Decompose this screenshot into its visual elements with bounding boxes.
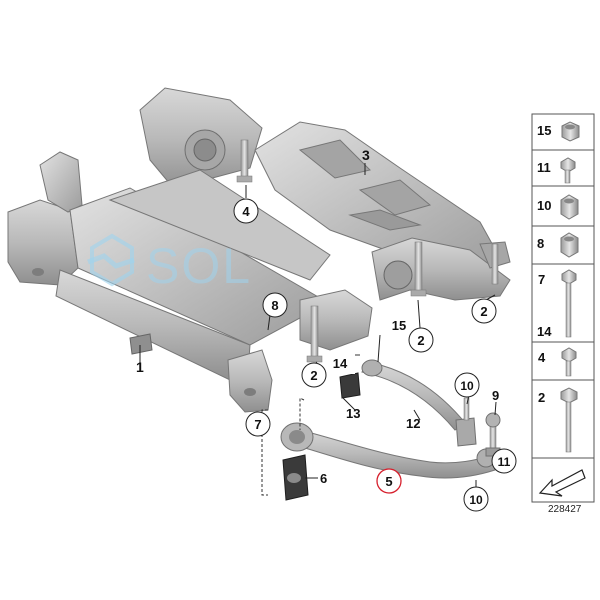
hardware-legend: 15 11 10 8 7 14 4 2 [531,113,595,503]
bushing-13 [339,372,361,399]
svg-text:2: 2 [480,304,487,319]
legend-7: 7 [538,272,545,287]
legend-8: 8 [537,236,544,251]
svg-text:5: 5 [385,474,392,489]
svg-text:15: 15 [392,318,406,333]
legend-4: 4 [538,350,546,365]
svg-text:8: 8 [271,298,278,313]
bolt-4 [236,139,253,183]
legend-2: 2 [538,390,545,405]
legend-10: 10 [537,198,551,213]
legend-15: 15 [537,123,551,138]
svg-text:14: 14 [333,356,348,371]
callout-10-top: 10 [454,372,480,398]
callout-10-bottom: 10 [463,486,489,512]
svg-text:2: 2 [417,333,424,348]
callout-9: 9 [492,388,499,403]
svg-text:2: 2 [310,368,317,383]
svg-text:10: 10 [469,493,483,507]
legend-14: 14 [537,324,552,339]
svg-text:11: 11 [498,455,511,469]
svg-text:4: 4 [242,204,250,219]
svg-text:7: 7 [254,417,261,432]
callout-2-right: 2 [408,327,434,353]
svg-text:SOL: SOL [146,238,252,294]
bolt-2-far-right [491,243,499,285]
svg-text:10: 10 [460,379,474,393]
callout-11: 11 [491,448,517,474]
callout-13: 13 [346,406,360,421]
callout-5: 5 [376,468,402,494]
callout-3: 3 [362,147,370,163]
bushing-6 [282,454,309,501]
callout-4: 4 [233,198,259,224]
watermark: SOL [87,233,252,294]
direction-arrow-icon [538,469,586,497]
subframe [7,87,373,413]
stabilizer-link [485,412,501,457]
callout-14: 14 [325,352,355,374]
callout-2-left: 2 [301,362,327,388]
legend-11: 11 [537,160,551,175]
bolt-2-right [410,241,427,297]
callout-6: 6 [320,471,327,486]
callout-8: 8 [262,292,288,318]
reference-number: 228427 [548,504,582,515]
callout-15: 15 [385,313,413,335]
callout-7: 7 [245,411,271,437]
bracket-line-7 [261,397,305,496]
callout-12: 12 [406,416,420,431]
callout-1: 1 [136,359,144,375]
bolt-2-left [306,305,323,363]
tension-strut [361,359,477,447]
callout-2-far-right: 2 [471,298,497,324]
